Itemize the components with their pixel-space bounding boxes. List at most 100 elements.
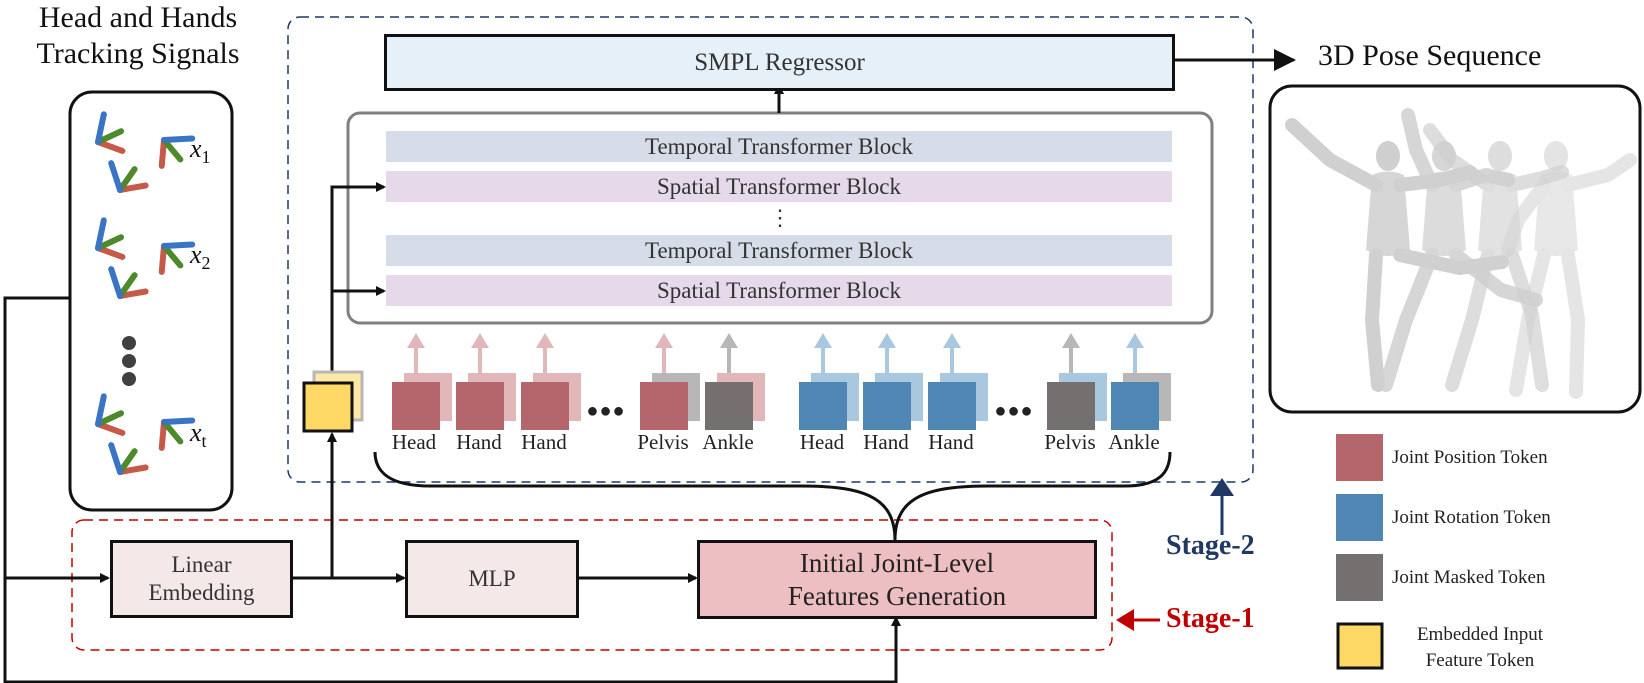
legend-embedded-label: Embedded Input Feature Token bbox=[1380, 622, 1580, 674]
pose-head bbox=[1544, 141, 1568, 171]
pose-limb-2 bbox=[1379, 248, 1439, 392]
frame-hand-right-1 bbox=[158, 241, 196, 275]
token-ellipsis-left: ●●● bbox=[586, 399, 626, 422]
token-label-head-r: Head bbox=[799, 430, 845, 454]
frame-axis-x bbox=[117, 288, 149, 299]
token-label-hand-l1: Hand bbox=[456, 430, 502, 454]
temporal-transformer-block-2: Temporal Transformer Block bbox=[386, 235, 1172, 266]
x-sub-2: 2 bbox=[201, 253, 211, 274]
frame-axis-z bbox=[108, 266, 123, 299]
tracking-signals-panel bbox=[68, 90, 234, 512]
pose-figures-illustration bbox=[1285, 108, 1637, 399]
signals-vertical-ellipsis bbox=[118, 336, 140, 386]
token-ellipsis-right: ●●● bbox=[994, 399, 1034, 422]
token-label-pelvis-l: Pelvis bbox=[637, 430, 689, 454]
token-arrow-head-5 bbox=[814, 333, 832, 348]
brace-left bbox=[373, 451, 897, 541]
token-label-pelvis-r: Pelvis bbox=[1044, 430, 1096, 454]
pose-limb-0 bbox=[1285, 118, 1383, 192]
frame-axis-y bbox=[161, 419, 184, 445]
signal-x1: x1 bbox=[190, 134, 211, 168]
token-square-8 bbox=[1047, 382, 1095, 430]
frame-hand-left-0 bbox=[108, 160, 149, 193]
mlp-box: MLP bbox=[405, 540, 579, 618]
token-arrow-head-4 bbox=[720, 333, 738, 348]
stage2-label: Stage-2 bbox=[1166, 530, 1255, 561]
stage1-region bbox=[71, 519, 1113, 651]
frame-axis-x bbox=[158, 419, 167, 451]
frame-axis-x bbox=[158, 137, 167, 169]
frame-axis-y bbox=[95, 234, 125, 251]
pose-sequence-title: 3D Pose Sequence bbox=[1318, 39, 1542, 72]
pose-figure-1 bbox=[1285, 118, 1509, 392]
pose-head bbox=[1488, 141, 1512, 171]
token-label-hand-r1: Hand bbox=[863, 430, 909, 454]
frame-axis-y bbox=[117, 272, 138, 299]
signal-x2: x2 bbox=[190, 240, 211, 274]
legend-position-swatch bbox=[1336, 434, 1383, 481]
initial-features-line2: Features Generation bbox=[787, 580, 1007, 611]
token-square-7 bbox=[928, 382, 976, 430]
token-square-6 bbox=[863, 382, 911, 430]
smpl-regressor-box: SMPL Regressor bbox=[384, 34, 1175, 91]
frame-axis-z bbox=[161, 241, 196, 249]
token-arrow-head-8 bbox=[1062, 333, 1080, 348]
frame-axis-y bbox=[95, 128, 125, 145]
frame-axis-z bbox=[95, 111, 107, 145]
pose-torso bbox=[1478, 171, 1522, 256]
frame-axis-y bbox=[117, 448, 138, 475]
legend-rotation-swatch bbox=[1336, 494, 1383, 541]
frame-head-2 bbox=[95, 393, 126, 436]
x-var: x bbox=[190, 418, 202, 447]
tracking-title-line2: Tracking Signals bbox=[36, 37, 240, 70]
token-square-4 bbox=[705, 382, 753, 430]
frame-axis-x bbox=[117, 182, 149, 193]
pose-limb-3 bbox=[1561, 248, 1585, 399]
x-sub-t: t bbox=[201, 431, 207, 452]
legend-swatches bbox=[1336, 434, 1384, 670]
wire-embedded-spatial bbox=[330, 182, 386, 382]
token-arrow-head-7 bbox=[943, 333, 961, 348]
initial-features-line1: Initial Joint-Level bbox=[799, 547, 995, 578]
spatial-transformer-block-1: Spatial Transformer Block bbox=[386, 171, 1172, 202]
pose-limb-1 bbox=[1505, 165, 1569, 192]
token-square-3 bbox=[640, 382, 688, 430]
embedded-token-front bbox=[302, 381, 354, 433]
token-square-0 bbox=[392, 382, 440, 430]
token-row bbox=[392, 333, 1171, 430]
x-var: x bbox=[190, 134, 202, 163]
wire-bottom-to-init bbox=[5, 616, 901, 683]
legend-masked-label: Joint Masked Token bbox=[1392, 567, 1546, 588]
token-square-9 bbox=[1111, 382, 1159, 430]
temporal-transformer-block-1: Temporal Transformer Block bbox=[386, 131, 1172, 162]
pose-limb-1 bbox=[1561, 153, 1637, 192]
frame-hand-left-1 bbox=[108, 266, 149, 299]
token-label-ankle-l: Ankle bbox=[702, 430, 754, 454]
token-square-1 bbox=[456, 382, 504, 430]
tracking-title-line1: Head and Hands bbox=[38, 1, 238, 34]
token-arrow-head-2 bbox=[536, 333, 554, 348]
frame-axis-x bbox=[158, 243, 167, 275]
frame-hand-right-2 bbox=[158, 417, 196, 451]
frame-axis-x bbox=[95, 245, 126, 260]
token-label-hand-l2: Hand bbox=[521, 430, 567, 454]
frame-axis-y bbox=[95, 410, 125, 427]
coordinate-frames bbox=[95, 111, 196, 475]
frame-axis-x bbox=[117, 464, 149, 475]
token-square-5 bbox=[799, 382, 847, 430]
frame-axis-z bbox=[95, 393, 107, 427]
stage2-region bbox=[287, 16, 1254, 483]
token-arrow-head-1 bbox=[471, 333, 489, 348]
pose-limb-3 bbox=[1505, 248, 1549, 392]
frame-axis-x bbox=[95, 421, 126, 436]
pose-limb-3 bbox=[1393, 248, 1509, 275]
spatial-transformer-block-2: Spatial Transformer Block bbox=[386, 275, 1172, 306]
legend-masked-swatch bbox=[1336, 554, 1383, 601]
frame-axis-z bbox=[161, 417, 196, 425]
initial-features-box: Initial Joint-Level Features Generation bbox=[697, 540, 1097, 619]
token-square-2 bbox=[521, 382, 569, 430]
frame-axis-z bbox=[108, 160, 123, 193]
legend-embedded-swatch bbox=[1336, 622, 1384, 670]
legend-position-label: Joint Position Token bbox=[1392, 447, 1548, 468]
